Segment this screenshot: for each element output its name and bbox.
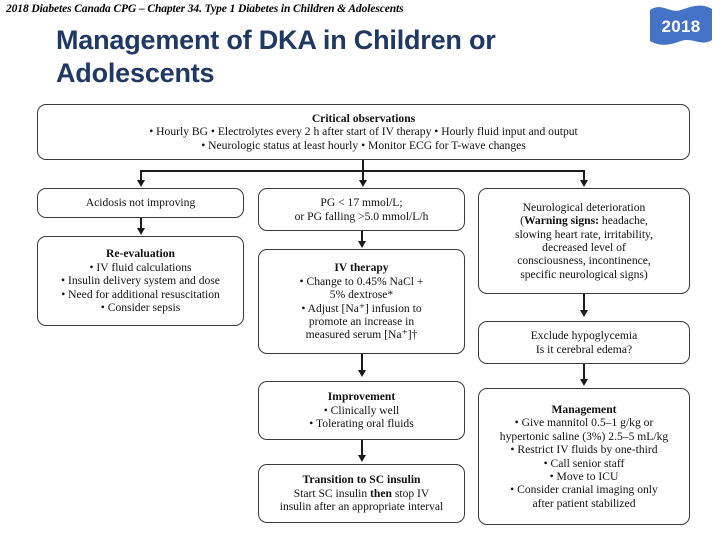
- iv-therapy-line-2: 5% dextrose*: [329, 288, 394, 302]
- iv-therapy-line-1: • Change to 0.45% NaCl +: [299, 274, 424, 288]
- management-heading: Management: [551, 402, 617, 416]
- re-evaluation-bullet-3: • Need for additional resuscitation: [61, 287, 220, 301]
- management-line-3: • Restrict IV fluids by one-third: [510, 443, 658, 457]
- connector-stem-from-critical: [362, 160, 364, 172]
- connector-neuro-to-exclude-hypo: [583, 294, 585, 312]
- ribbon-shape: [650, 5, 712, 45]
- neuro-line-4: decreased level of: [542, 241, 626, 254]
- connector-iv-therapy-to-improvement: [361, 354, 363, 372]
- iv-therapy-heading: IV therapy: [334, 261, 389, 275]
- arrowhead-to-pg-threshold: [358, 180, 367, 187]
- pg-threshold-line-1: PG < 17 mmol/L;: [320, 196, 403, 210]
- iv-therapy-line-3: • Adjust [Na⁺] infusion to: [301, 301, 422, 315]
- management-line-7: after patient stabilized: [532, 496, 636, 510]
- node-acidosis-not-improving: Acidosis not improving: [37, 188, 244, 218]
- page-title: Management of DKA in Children or Adolesc…: [56, 25, 496, 88]
- transition-line-1-part-a: Start SC insulin: [293, 486, 371, 500]
- arrowhead-to-acidosis: [136, 180, 145, 187]
- iv-therapy-line-5: measured serum [Na⁺]†: [305, 328, 418, 342]
- pg-threshold-line-2: or PG falling >5.0 mmol/L/h: [294, 209, 429, 223]
- node-management: Management • Give mannitol 0.5–1 g/kg or…: [478, 388, 690, 525]
- acidosis-text: Acidosis not improving: [85, 196, 196, 210]
- arrowhead-to-reevaluation: [136, 228, 145, 235]
- neuro-line-1: Neurological deterioration: [522, 200, 646, 214]
- connector-improvement-to-transition: [361, 440, 363, 457]
- arrowhead-to-exclude-hypo: [579, 310, 588, 317]
- connector-branch-left: [140, 170, 142, 181]
- transition-line-1-emphasis: then: [370, 486, 392, 500]
- management-line-4: • Call senior staff: [543, 456, 625, 470]
- neuro-line-2-paren: (: [520, 214, 524, 228]
- re-evaluation-heading: Re-evaluation: [106, 247, 175, 261]
- critical-observations-heading: Critical observations: [311, 111, 416, 125]
- neuro-line-3: slowing heart rate, irritability,: [514, 227, 653, 241]
- neuro-line-5: consciousness, incontinence,: [517, 254, 651, 268]
- transition-line-1-part-c: stop IV: [391, 486, 430, 500]
- warning-signs-label: Warning signs:: [523, 214, 599, 228]
- connector-acidosis-to-reevaluation: [140, 218, 142, 230]
- node-neurological-deterioration: Neurological deterioration (Warning sign…: [478, 188, 690, 294]
- connector-exclude-hypo-to-management: [583, 364, 585, 381]
- critical-observations-line-2: • Neurologic status at least hourly • Mo…: [201, 138, 526, 152]
- node-improvement: Improvement • Clinically well • Tolerati…: [258, 381, 465, 440]
- arrowhead-to-iv-therapy: [357, 241, 366, 248]
- node-exclude-hypoglycemia: Exclude hypoglycemia Is it cerebral edem…: [478, 321, 690, 364]
- node-pg-threshold: PG < 17 mmol/L; or PG falling >5.0 mmol/…: [258, 188, 465, 231]
- node-re-evaluation: Re-evaluation • IV fluid calculations • …: [37, 236, 244, 326]
- connector-branch-right: [583, 170, 585, 181]
- management-line-2: hypertonic saline (3%) 2.5–5 mL/kg: [499, 429, 669, 443]
- improvement-bullet-2: • Tolerating oral fluids: [309, 417, 414, 431]
- year-ribbon-badge: 2018: [648, 4, 714, 48]
- exclude-hypo-line-2: Is it cerebral edema?: [535, 342, 633, 356]
- critical-observations-line-1: • Hourly BG • Electrolytes every 2 h aft…: [149, 125, 578, 139]
- management-line-1: • Give mannitol 0.5–1 g/kg or: [514, 416, 654, 430]
- neuro-line-2-rest: headache,: [599, 214, 648, 228]
- iv-therapy-line-4: promote an increase in: [308, 314, 415, 328]
- management-line-6: • Consider cranial imaging only: [510, 483, 658, 497]
- connector-pg-to-iv-therapy: [361, 231, 363, 243]
- arrowhead-to-transition: [357, 455, 366, 462]
- connector-branch-middle: [362, 170, 364, 181]
- transition-line-2: insulin after an appropriate interval: [279, 500, 444, 514]
- node-iv-therapy: IV therapy • Change to 0.45% NaCl + 5% d…: [258, 249, 465, 354]
- re-evaluation-bullet-4: • Consider sepsis: [100, 301, 181, 315]
- re-evaluation-bullet-1: • IV fluid calculations: [89, 260, 192, 274]
- neuro-line-2: (Warning signs: headache,: [484, 214, 684, 227]
- transition-heading: Transition to SC insulin: [302, 473, 421, 487]
- neuro-line-6: specific neurological signs): [520, 267, 648, 281]
- ribbon-year-label: 2018: [661, 17, 701, 36]
- re-evaluation-bullet-2: • Insulin delivery system and dose: [61, 274, 220, 288]
- node-transition-to-sc-insulin: Transition to SC insulin Start SC insuli…: [258, 464, 465, 523]
- improvement-heading: Improvement: [327, 390, 396, 404]
- arrowhead-to-improvement: [357, 370, 366, 377]
- exclude-hypo-line-1: Exclude hypoglycemia: [530, 329, 638, 343]
- arrowhead-to-management: [579, 379, 588, 386]
- breadcrumb: 2018 Diabetes Canada CPG – Chapter 34. T…: [6, 3, 404, 15]
- arrowhead-to-neuro-deterioration: [579, 180, 588, 187]
- improvement-bullet-1: • Clinically well: [323, 403, 400, 417]
- transition-line-1: Start SC insulin then stop IV: [264, 487, 459, 500]
- node-critical-observations: Critical observations • Hourly BG • Elec…: [37, 104, 690, 160]
- management-line-5: • Move to ICU: [549, 469, 619, 483]
